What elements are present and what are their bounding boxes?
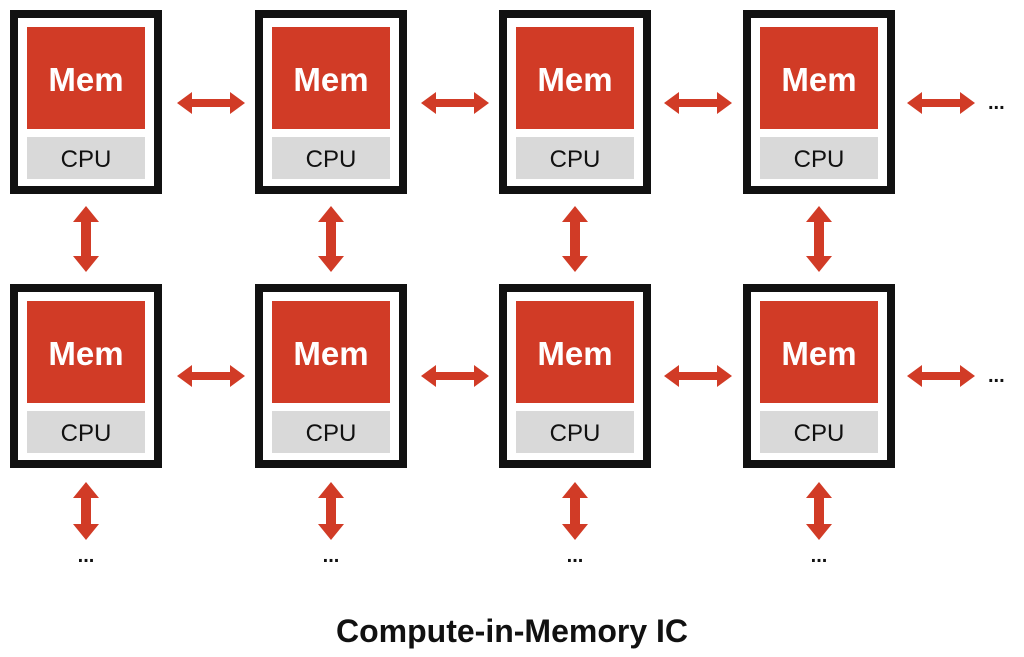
mem-block: [760, 301, 878, 403]
ellipsis-bottom-col4: ...: [811, 545, 828, 567]
mem-block: [272, 301, 390, 403]
unit-row2-col3: Mem CPU: [499, 284, 651, 468]
mem-label: Mem: [293, 335, 368, 372]
mem-label: Mem: [48, 61, 123, 98]
ellipsis-right-row2: ...: [988, 365, 1005, 387]
double-arrow-vertical: [73, 206, 99, 272]
double-arrow-vertical: [73, 482, 99, 540]
diagram-caption: Compute-in-Memory IC: [336, 613, 688, 649]
double-arrow-vertical: [806, 206, 832, 272]
unit-row1-col1: Mem CPU: [10, 10, 162, 194]
cpu-block: [272, 137, 390, 179]
double-arrow-horizontal: [664, 365, 732, 387]
double-arrow-horizontal: [177, 365, 245, 387]
cpu-block: [27, 411, 145, 453]
unit-row2-col4: Mem CPU: [743, 284, 895, 468]
ellipsis-bottom-col2: ...: [323, 545, 340, 567]
unit-row1-col3: Mem CPU: [499, 10, 651, 194]
ellipsis-bottom-col1: ...: [78, 545, 95, 567]
mem-label: Mem: [48, 335, 123, 372]
unit-row2-col1: Mem CPU: [10, 284, 162, 468]
double-arrow-horizontal: [907, 365, 975, 387]
double-arrow-horizontal: [177, 92, 245, 114]
cpu-label: CPU: [550, 420, 601, 447]
mem-block: [516, 301, 634, 403]
cpu-label: CPU: [306, 420, 357, 447]
unit-row1-col2: Mem CPU: [255, 10, 407, 194]
cpu-block: [760, 137, 878, 179]
unit-row2-col2: Mem CPU: [255, 284, 407, 468]
double-arrow-vertical: [806, 482, 832, 540]
double-arrow-horizontal: [907, 92, 975, 114]
cpu-block: [760, 411, 878, 453]
double-arrow-vertical: [318, 482, 344, 540]
mem-block: [760, 27, 878, 129]
mem-label: Mem: [781, 61, 856, 98]
double-arrow-vertical: [318, 206, 344, 272]
cpu-label: CPU: [61, 420, 112, 447]
cpu-block: [516, 137, 634, 179]
mem-label: Mem: [781, 335, 856, 372]
mem-label: Mem: [537, 61, 612, 98]
cpu-block: [516, 411, 634, 453]
double-arrow-vertical: [562, 206, 588, 272]
mem-block: [27, 27, 145, 129]
cpu-label: CPU: [794, 420, 845, 447]
mem-block: [272, 27, 390, 129]
cpu-block: [27, 137, 145, 179]
double-arrow-horizontal: [421, 92, 489, 114]
double-arrow-horizontal: [421, 365, 489, 387]
ellipsis-right-row1: ...: [988, 92, 1005, 114]
double-arrow-vertical: [562, 482, 588, 540]
double-arrow-horizontal: [664, 92, 732, 114]
cpu-label: CPU: [61, 146, 112, 173]
mem-label: Mem: [537, 335, 612, 372]
mem-label: Mem: [293, 61, 368, 98]
cpu-block: [272, 411, 390, 453]
ellipsis-bottom-col3: ...: [567, 545, 584, 567]
mem-block: [27, 301, 145, 403]
cpu-label: CPU: [794, 146, 845, 173]
cpu-label: CPU: [550, 146, 601, 173]
mem-block: [516, 27, 634, 129]
cpu-label: CPU: [306, 146, 357, 173]
unit-row1-col4: Mem CPU: [743, 10, 895, 194]
